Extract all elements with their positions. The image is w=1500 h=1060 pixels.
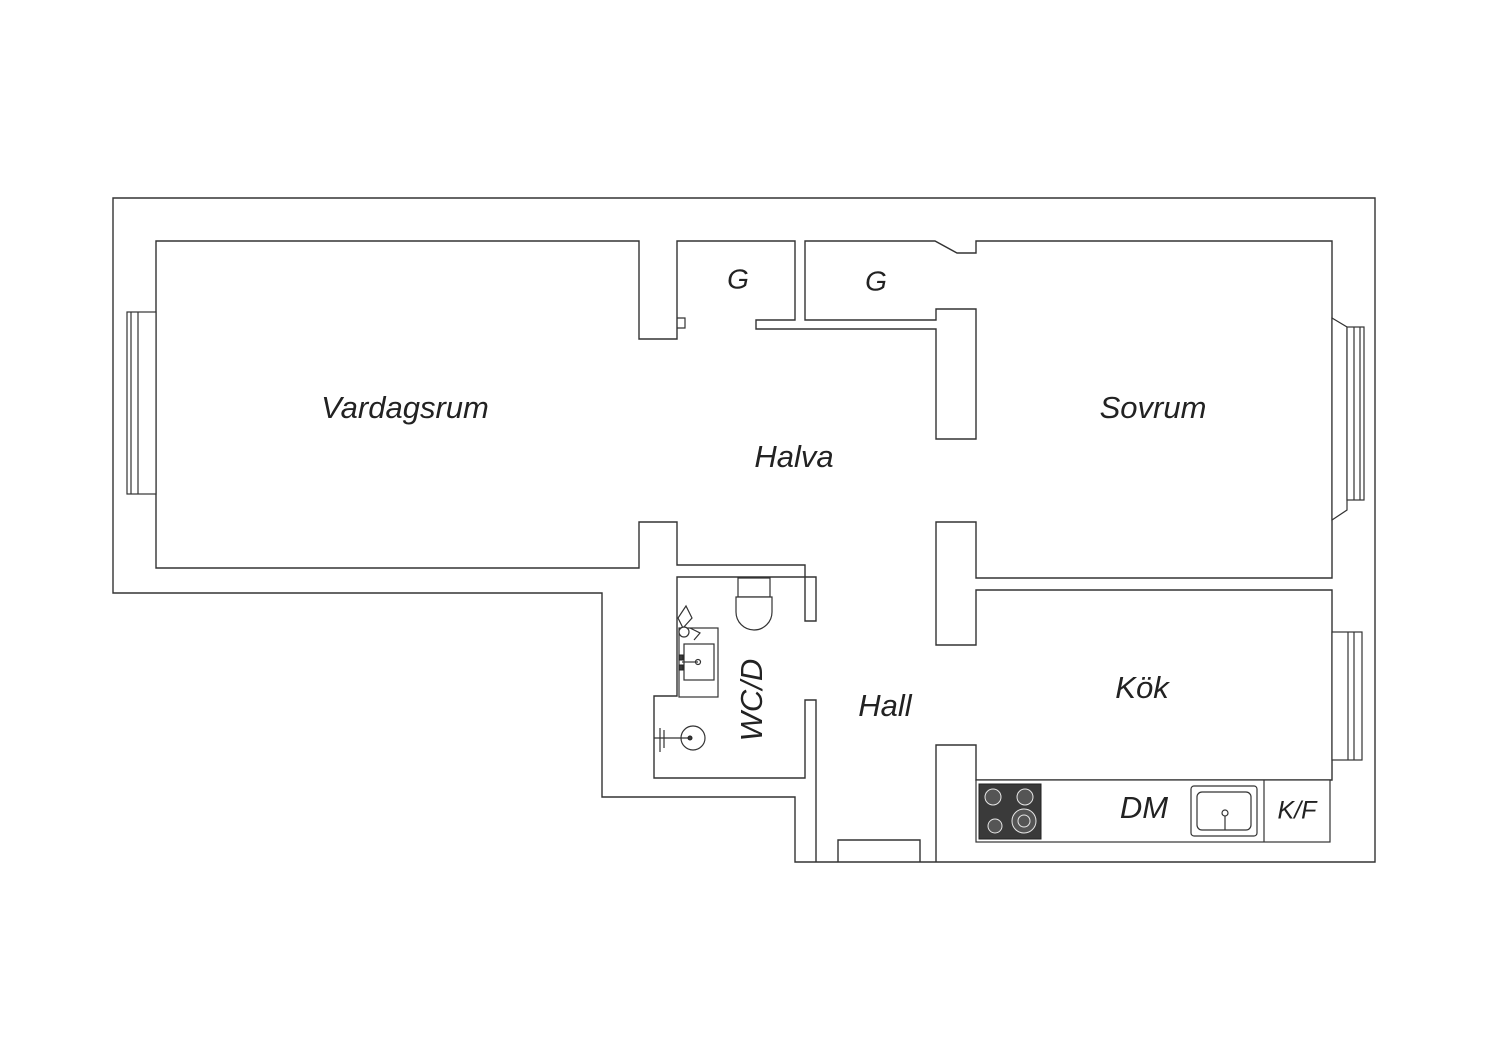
shower-icon	[654, 725, 706, 752]
sink-icon	[677, 604, 719, 698]
room-label-closet-left: G	[727, 263, 749, 294]
fixture-label-dishwasher: DM	[1120, 790, 1168, 825]
room-label-wc: WC/D	[734, 659, 769, 742]
room-label-halva: Halva	[754, 439, 833, 474]
closet-door-jamb	[677, 317, 686, 329]
room-label-kok: Kök	[1115, 670, 1170, 705]
window-sovrum	[1331, 316, 1365, 522]
room-label-sovrum: Sovrum	[1100, 390, 1207, 425]
toilet-icon	[735, 577, 773, 631]
kitchen-sink-icon	[1190, 785, 1258, 837]
window-left	[126, 311, 157, 495]
room-label-closet-right: G	[865, 265, 887, 296]
fixture-label-fridge: K/F	[1278, 797, 1319, 825]
walls	[112, 197, 1376, 863]
window-kok	[1331, 631, 1363, 761]
stove-icon	[978, 783, 1042, 840]
room-label-vardagsrum: Vardagsrum	[321, 390, 489, 425]
room-label-hall: Hall	[858, 688, 913, 723]
